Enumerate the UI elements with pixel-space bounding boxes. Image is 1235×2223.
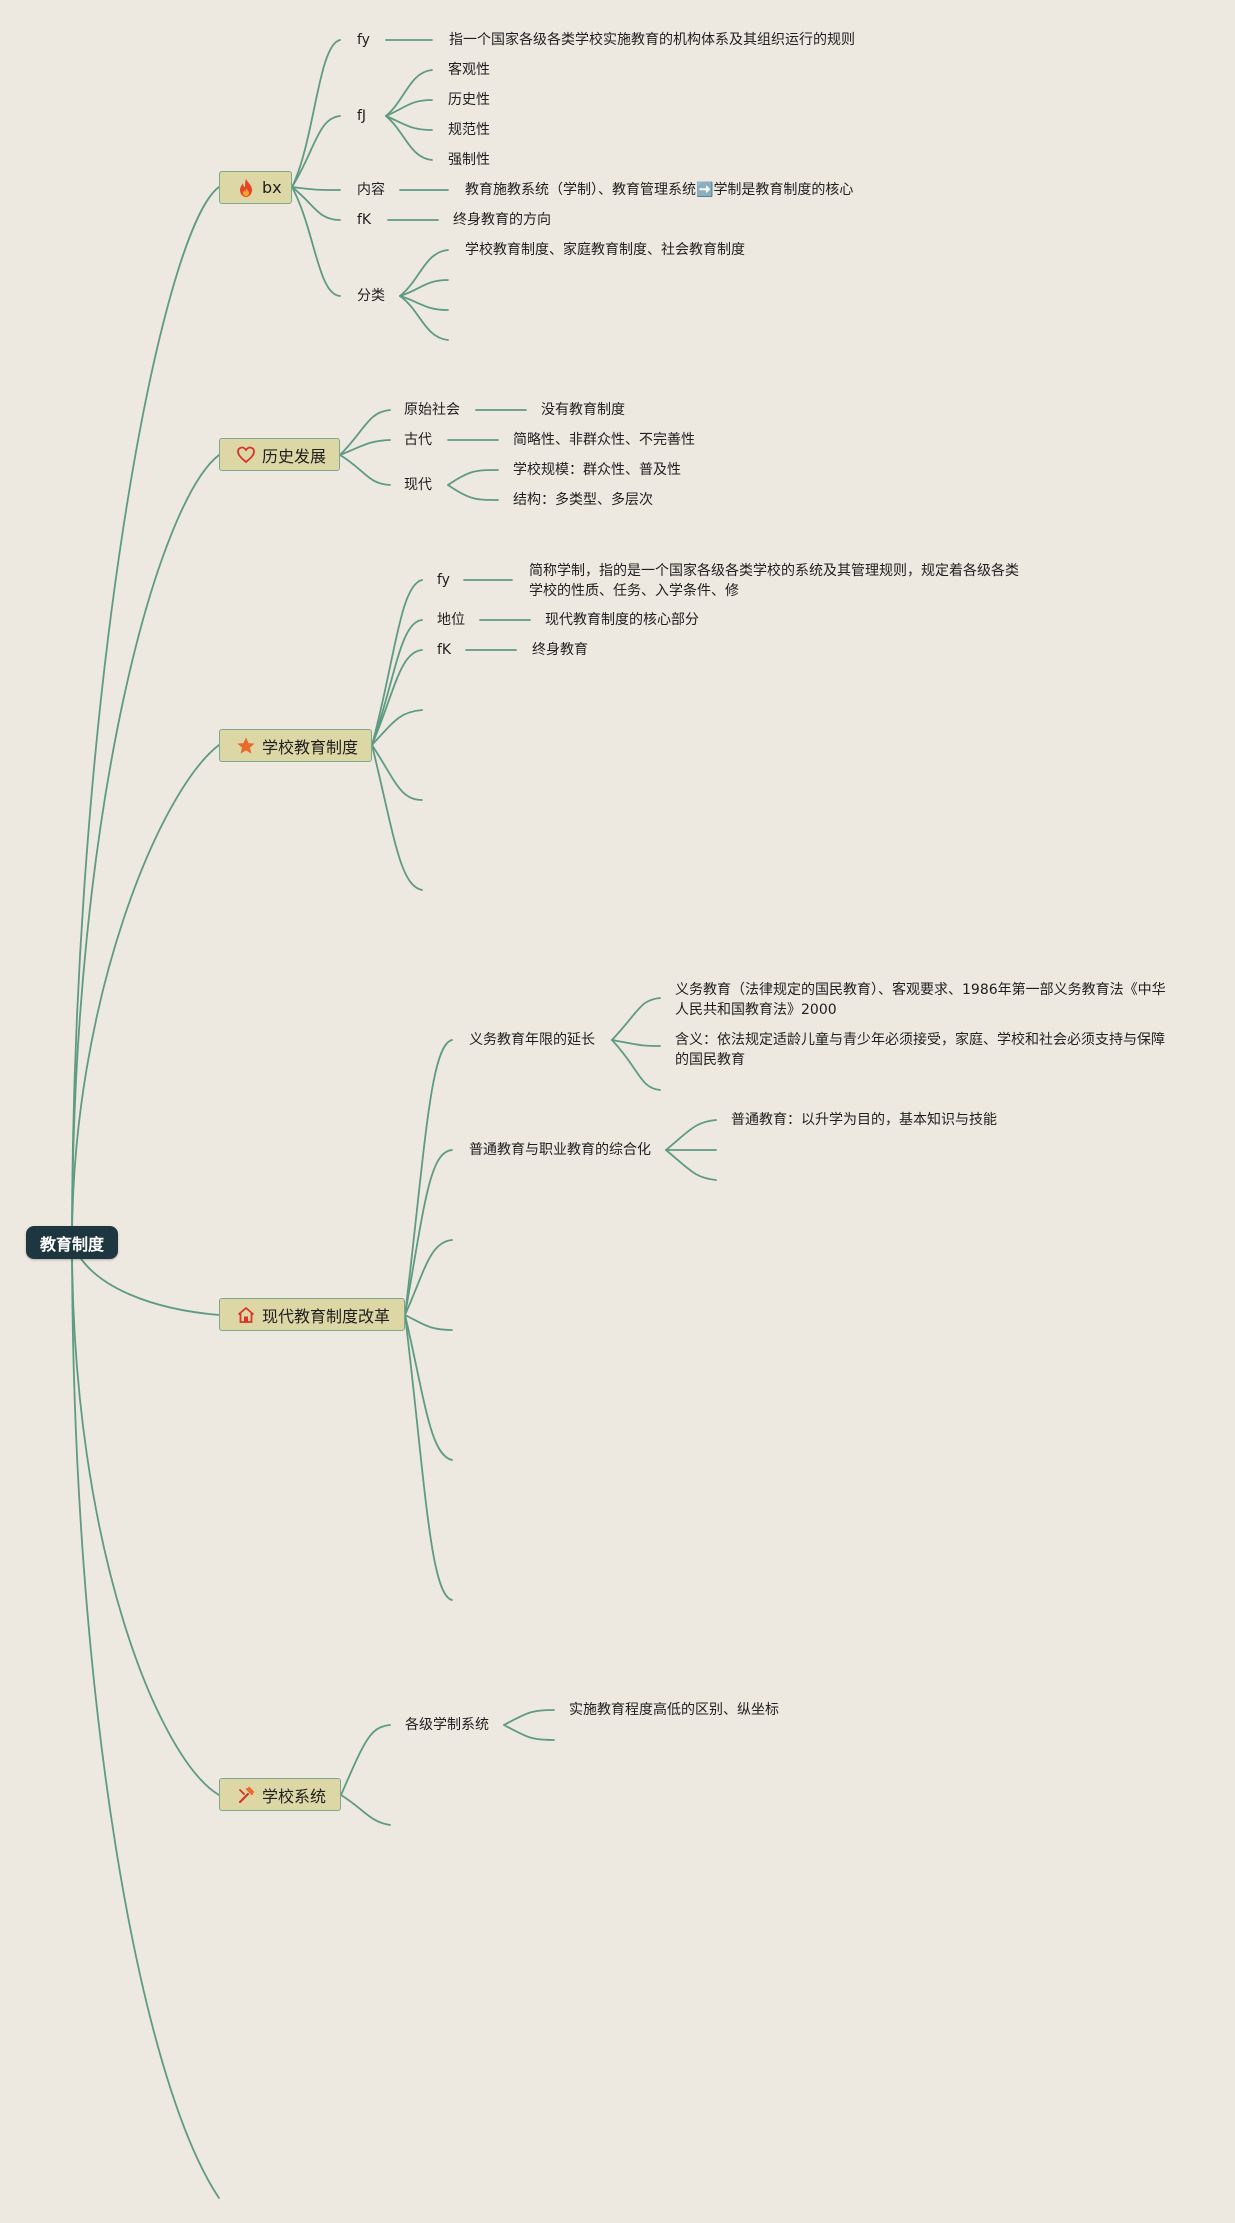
link-reform-6 xyxy=(404,1314,453,1601)
node-schooledu-fy[interactable]: fy xyxy=(437,572,450,588)
topic-school-edu-system[interactable]: 学校教育制度 xyxy=(219,729,372,762)
node-history-modern[interactable]: 现代 xyxy=(404,477,432,493)
node-fj-normative[interactable]: 规范性 xyxy=(448,122,490,138)
link-schooledu-fy xyxy=(371,579,423,746)
star-icon xyxy=(236,736,256,756)
node-fenlei-types[interactable]: 学校教育制度、家庭教育制度、社会教育制度 xyxy=(465,242,745,258)
node-fj-objective[interactable]: 客观性 xyxy=(448,62,490,78)
link-modern-1 xyxy=(447,469,499,486)
link-history-primitive xyxy=(339,409,391,456)
topic-history-label: 历史发展 xyxy=(262,446,327,466)
topic-history[interactable]: 历史发展 xyxy=(219,438,340,471)
link-schooledu-6 xyxy=(371,744,423,891)
link-compulsory-1 xyxy=(611,997,661,1041)
topic-bx[interactable]: bx xyxy=(219,171,292,204)
link-history-modern xyxy=(339,454,391,486)
heart-icon xyxy=(236,445,256,465)
node-history-primitive[interactable]: 原始社会 xyxy=(404,402,460,418)
node-modern-scale[interactable]: 学校规模：群众性、普及性 xyxy=(513,462,681,478)
link-fenlei-2 xyxy=(399,279,449,297)
topic-school-system[interactable]: 学校系统 xyxy=(219,1778,341,1811)
root-label: 教育制度 xyxy=(39,1234,104,1254)
node-schooledu-fy-value[interactable]: 简称学制，指的是一个国家各级各类学校的系统及其管理规则，规定着各级各类学校的性质… xyxy=(529,563,1019,599)
link-root-school-edu xyxy=(71,744,220,1243)
link-schooledu-fk xyxy=(371,649,423,746)
topic-school-edu-label: 学校教育制度 xyxy=(262,737,359,757)
node-bx-fenlei[interactable]: 分类 xyxy=(357,288,385,304)
link-root-school-system xyxy=(71,1241,220,1796)
link-fj-1 xyxy=(385,69,433,117)
node-schooledu-fk-value[interactable]: 终身教育 xyxy=(532,642,588,658)
node-compulsory-meaning[interactable]: 含义：依法规定适龄儿童与青少年必须接受，家庭、学校和社会必须支持与保障的国民教育 xyxy=(675,1032,1165,1068)
fire-icon xyxy=(236,178,256,198)
link-bx-neirong xyxy=(291,186,341,191)
node-schooledu-status-value[interactable]: 现代教育制度的核心部分 xyxy=(545,612,699,628)
node-integration-general[interactable]: 普通教育：以升学为目的，基本知识与技能 xyxy=(731,1112,997,1128)
node-fj-historical[interactable]: 历史性 xyxy=(448,92,490,108)
node-levels-value[interactable]: 实施教育程度高低的区别、纵坐标 xyxy=(569,1702,779,1718)
link-root-extra xyxy=(71,1241,220,2199)
node-schoolsystem-levels[interactable]: 各级学制系统 xyxy=(405,1717,489,1733)
link-integration-3 xyxy=(665,1149,717,1181)
link-bx-fy xyxy=(291,39,341,188)
link-fj-4 xyxy=(385,115,433,161)
node-compulsory-law[interactable]: 义务教育（法律规定的国民教育）、客观要求、1986年第一部义务教育法《中华人民共… xyxy=(675,982,1166,1018)
link-reform-3 xyxy=(404,1239,453,1316)
link-compulsory-3 xyxy=(611,1039,661,1091)
node-history-ancient[interactable]: 古代 xyxy=(404,432,432,448)
neirong-text: 教育施教系统（学制）、教育管理系统 xyxy=(465,182,696,198)
link-reform-compulsory xyxy=(404,1039,453,1316)
node-history-primitive-value[interactable]: 没有教育制度 xyxy=(541,402,625,418)
topic-modern-reform[interactable]: 现代教育制度改革 xyxy=(219,1298,405,1331)
link-reform-integration xyxy=(404,1149,453,1316)
node-history-ancient-value[interactable]: 简略性、非群众性、不完善性 xyxy=(513,432,695,448)
root-node[interactable]: 教育制度 xyxy=(26,1226,118,1259)
node-bx-fy-value[interactable]: 指一个国家各级各类学校实施教育的机构体系及其组织运行的规则 xyxy=(449,32,855,48)
link-fenlei-3 xyxy=(399,295,449,311)
link-bx-fk xyxy=(291,186,341,221)
arrow-right-icon: ➡️ xyxy=(696,182,714,198)
node-schooledu-status[interactable]: 地位 xyxy=(437,612,465,628)
link-reform-4 xyxy=(404,1314,453,1331)
link-history-ancient xyxy=(339,439,391,456)
link-schoolsystem-levels xyxy=(340,1724,391,1796)
node-reform-integration[interactable]: 普通教育与职业教育的综合化 xyxy=(469,1142,651,1158)
node-bx-fj[interactable]: fJ xyxy=(357,108,367,124)
topic-reform-label: 现代教育制度改革 xyxy=(262,1306,391,1326)
link-schooledu-5 xyxy=(371,744,423,801)
topic-bx-label: bx xyxy=(262,178,282,197)
tools-icon xyxy=(236,1785,256,1805)
link-root-bx xyxy=(71,186,220,1243)
link-levels-1 xyxy=(503,1709,555,1726)
house-icon xyxy=(236,1305,256,1325)
node-schooledu-fk[interactable]: fK xyxy=(437,642,452,658)
link-schooledu-4 xyxy=(371,709,423,746)
link-reform-5 xyxy=(404,1314,453,1461)
link-schoolsystem-2 xyxy=(340,1794,391,1826)
link-fenlei-1 xyxy=(399,249,449,297)
link-modern-2 xyxy=(447,484,499,501)
link-root-history xyxy=(71,454,220,1243)
link-fj-3 xyxy=(385,115,433,131)
link-compulsory-2 xyxy=(611,1039,661,1047)
link-bx-fj xyxy=(291,115,341,188)
link-levels-2 xyxy=(503,1724,555,1741)
node-modern-structure[interactable]: 结构：多类型、多层次 xyxy=(513,492,653,508)
link-schooledu-status xyxy=(371,619,423,746)
node-bx-neirong[interactable]: 内容 xyxy=(357,182,385,198)
link-fenlei-4 xyxy=(399,295,449,341)
node-bx-fk[interactable]: fK xyxy=(357,212,372,228)
node-bx-fk-value[interactable]: 终身教育的方向 xyxy=(453,212,551,228)
node-reform-compulsory[interactable]: 义务教育年限的延长 xyxy=(469,1032,595,1048)
node-bx-fy[interactable]: fy xyxy=(357,32,370,48)
node-fj-mandatory[interactable]: 强制性 xyxy=(448,152,490,168)
topic-school-system-label: 学校系统 xyxy=(262,1786,327,1806)
link-fj-2 xyxy=(385,99,433,117)
link-bx-fenlei xyxy=(291,186,341,297)
link-integration-1 xyxy=(665,1119,717,1151)
node-bx-neirong-value[interactable]: 教育施教系统（学制）、教育管理系统➡️学制是教育制度的核心 xyxy=(465,180,853,200)
neirong-text-core: 学制是教育制度的核心 xyxy=(713,182,854,198)
